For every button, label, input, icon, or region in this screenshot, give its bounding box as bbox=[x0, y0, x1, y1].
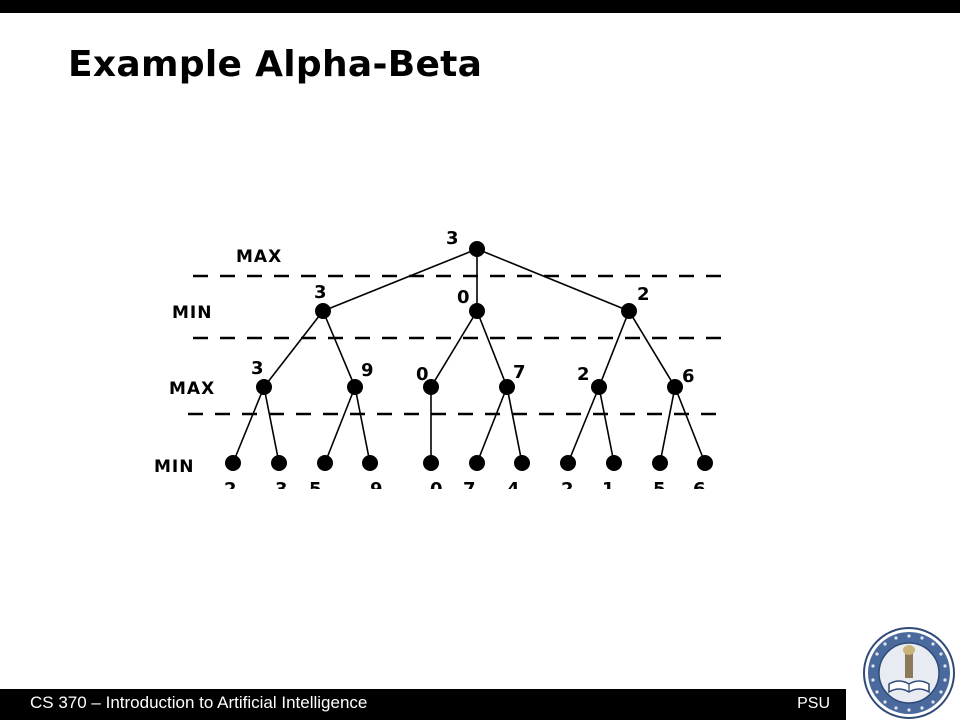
tree-edge bbox=[628, 310, 676, 388]
tree-edge bbox=[476, 310, 508, 388]
leaf-node bbox=[514, 455, 530, 471]
leaf-value: 0 bbox=[430, 479, 443, 500]
level-label-min: MIN bbox=[172, 303, 212, 323]
root-node bbox=[469, 241, 485, 257]
max-node-value: 9 bbox=[361, 360, 374, 381]
leaf-node bbox=[423, 455, 439, 471]
max-node bbox=[347, 379, 363, 395]
root-value: 3 bbox=[446, 228, 459, 249]
leaf-node bbox=[469, 455, 485, 471]
min-node bbox=[315, 303, 331, 319]
max-node bbox=[499, 379, 515, 395]
tree-edge bbox=[354, 386, 371, 464]
max-node-value: 0 bbox=[416, 364, 429, 385]
tree-edge bbox=[324, 386, 356, 464]
max-node-value: 3 bbox=[251, 358, 264, 379]
level-label-min: MIN bbox=[154, 457, 194, 477]
level-label-max: MAX bbox=[169, 379, 215, 399]
min-node-value: 3 bbox=[314, 282, 327, 303]
leaf-value: 1 bbox=[602, 479, 615, 500]
tree-edge bbox=[263, 386, 280, 464]
tree-edge bbox=[476, 248, 630, 312]
min-node bbox=[621, 303, 637, 319]
max-node-value: 6 bbox=[682, 366, 695, 387]
leaf-node bbox=[271, 455, 287, 471]
max-node bbox=[423, 379, 439, 395]
tree-edge bbox=[674, 386, 706, 464]
tree-edge bbox=[322, 310, 356, 388]
footer-bar: CS 370 – Introduction to Artificial Inte… bbox=[0, 689, 846, 720]
leaf-node bbox=[606, 455, 622, 471]
tree-edge bbox=[598, 386, 615, 464]
max-node bbox=[256, 379, 272, 395]
tree-edge bbox=[598, 310, 630, 388]
tree-edge bbox=[567, 386, 600, 464]
university-seal-icon bbox=[863, 627, 955, 719]
max-node-value: 2 bbox=[577, 364, 590, 385]
max-node-value: 7 bbox=[513, 362, 526, 383]
min-node-value: 0 bbox=[457, 287, 470, 308]
level-label-max: MAX bbox=[236, 247, 282, 267]
leaf-value: 2 bbox=[561, 479, 574, 500]
leaf-value: 3 bbox=[275, 479, 288, 500]
leaf-node bbox=[317, 455, 333, 471]
tree-edge bbox=[659, 386, 676, 464]
footer-org-label: PSU bbox=[797, 695, 830, 712]
leaf-value: 2 bbox=[224, 479, 237, 500]
tree-edge bbox=[506, 386, 523, 464]
leaf-value: 4 bbox=[507, 479, 520, 500]
tree-edge bbox=[232, 386, 265, 464]
max-node bbox=[591, 379, 607, 395]
leaf-node bbox=[697, 455, 713, 471]
leaf-value: 7 bbox=[463, 479, 476, 500]
leaf-value: 9 bbox=[370, 479, 383, 500]
leaf-value: 5 bbox=[653, 479, 666, 500]
top-bar bbox=[0, 0, 960, 13]
leaf-node bbox=[652, 455, 668, 471]
leaf-value: 5 bbox=[309, 479, 322, 500]
slide-title: Example Alpha-Beta bbox=[68, 44, 483, 85]
leaf-node bbox=[560, 455, 576, 471]
tree-edge bbox=[476, 386, 508, 464]
min-node-value: 2 bbox=[637, 284, 650, 305]
tree-edge bbox=[322, 248, 478, 312]
leaf-node bbox=[362, 455, 378, 471]
footer-course-title: CS 370 – Introduction to Artificial Inte… bbox=[30, 693, 368, 712]
tree-edge bbox=[430, 310, 478, 388]
tree-edge bbox=[263, 310, 324, 388]
min-node bbox=[469, 303, 485, 319]
max-node bbox=[667, 379, 683, 395]
leaf-node bbox=[225, 455, 241, 471]
leaf-value: 6 bbox=[693, 479, 706, 500]
